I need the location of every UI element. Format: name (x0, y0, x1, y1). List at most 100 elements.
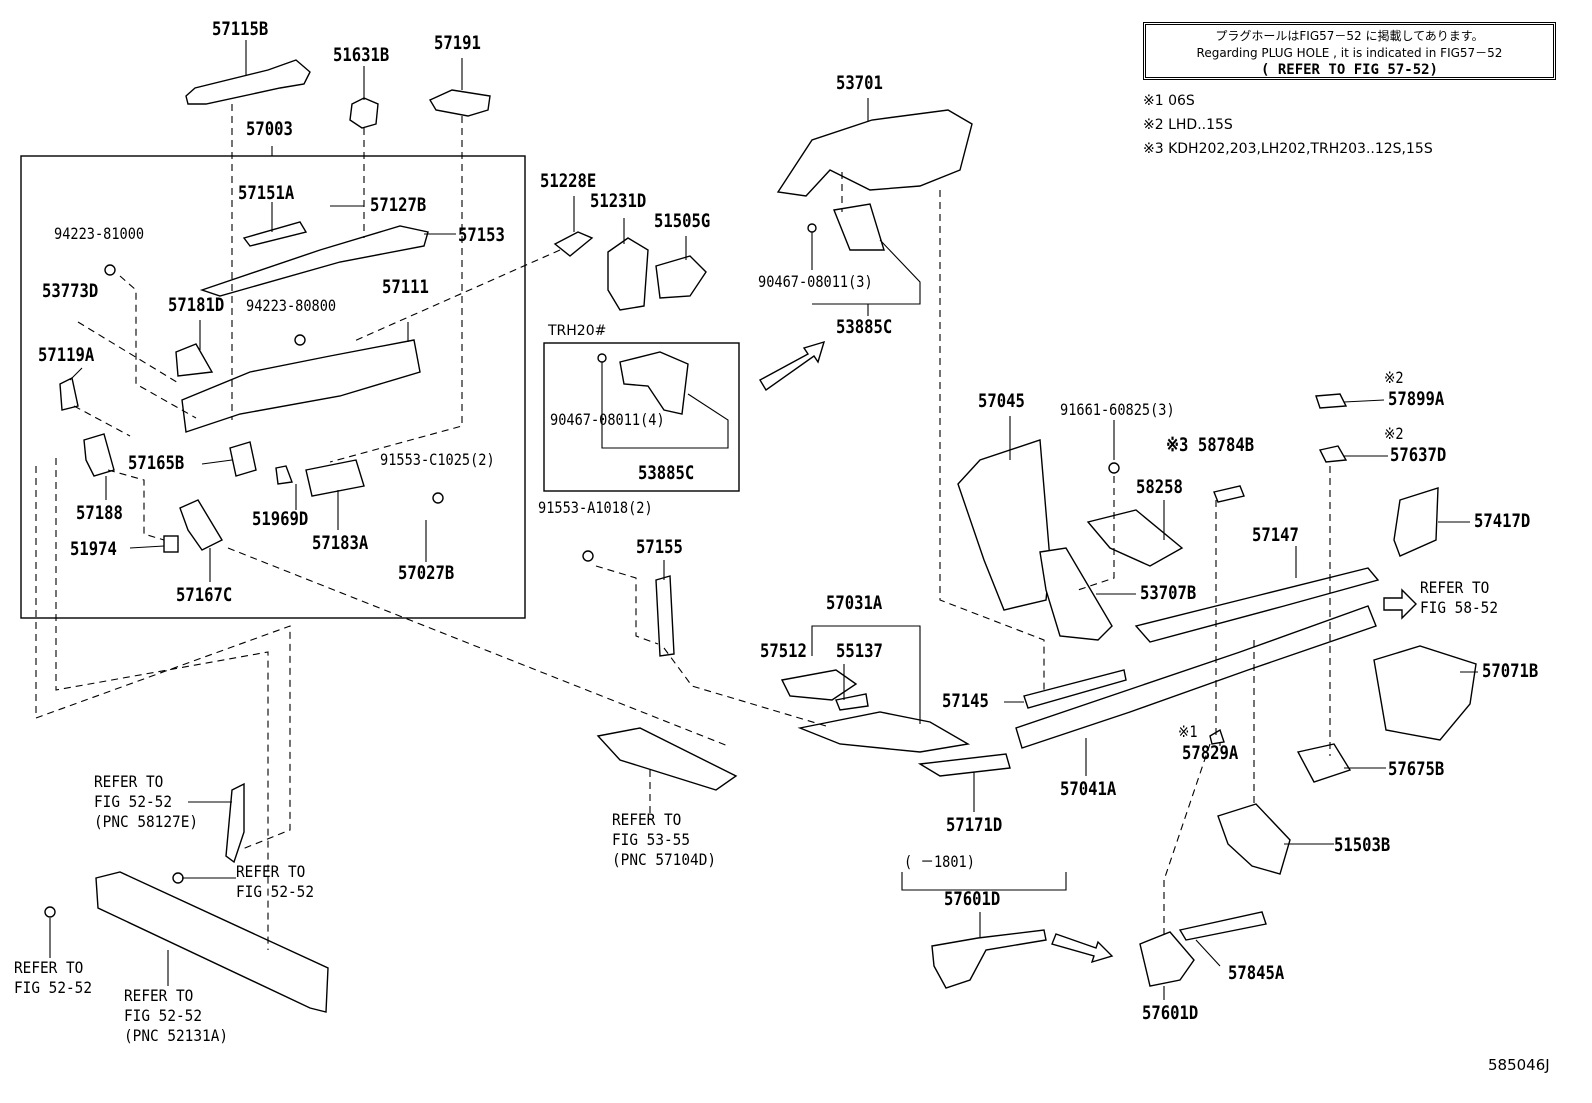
fastener-90467-4 (597, 353, 607, 363)
part-label-57119A: 57119A (38, 344, 95, 366)
part-label-57512: 57512 (760, 640, 807, 662)
part-label-57153: 57153 (458, 224, 505, 246)
part-55137-shape (835, 693, 869, 711)
part-label-53701: 53701 (836, 72, 883, 94)
part-label-51505G: 51505G (654, 210, 711, 232)
part-label-58258: 58258 (1136, 476, 1183, 498)
part-label-90467-08011-4: 90467-08011(4) (550, 410, 665, 429)
part-label-57167C: 57167C (176, 584, 233, 606)
part-label-57003: 57003 (246, 118, 293, 140)
part-label-57188: 57188 (76, 502, 123, 524)
footnote-2: ※2 LHD..15S (1143, 117, 1233, 133)
part-label-57845A: 57845A (1228, 962, 1285, 984)
fastener-91661-60825 (1108, 462, 1120, 474)
part-57119A-shape (59, 376, 79, 411)
note-box: プラグホールはFIG57－52 に掲載してあります。 Regarding PLU… (1143, 22, 1556, 80)
part-51969D-shape (275, 465, 293, 485)
part-label-91553-A1018: 91553-A1018(2) (538, 498, 653, 517)
part-label-51631B: 51631B (333, 44, 390, 66)
part-57899A-shape (1315, 393, 1348, 409)
reference-fig-52-52-left: REFER TO FIG 52-52 (14, 958, 93, 997)
part-label-57151A: 57151A (238, 182, 295, 204)
part-label-53773D: 53773D (42, 280, 99, 302)
fastener-bolt-mid (172, 872, 184, 884)
part-57165B-shape (229, 441, 257, 477)
group-label-trh20: TRH20# (548, 323, 607, 339)
note-line-refer: ( REFER TO FIG 57-52) (1260, 62, 1438, 78)
part-label-57115B: 57115B (212, 18, 269, 40)
part-57637D-shape (1318, 445, 1348, 463)
part-57171D-shape (917, 753, 1011, 777)
part-label-57111: 57111 (382, 276, 429, 298)
part-53885C-shape (833, 203, 885, 251)
part-label-51228E: 51228E (540, 170, 597, 192)
part-57183A-shape (305, 459, 365, 497)
part-label-53707B: 53707B (1140, 582, 1197, 604)
part-57155-shape (655, 575, 675, 657)
part-57675B-shape (1296, 743, 1352, 783)
part-label-91661-60825: 91661-60825(3) (1060, 400, 1175, 419)
part-53707B-shape (1039, 547, 1113, 641)
part-label-51503B: 51503B (1334, 834, 1391, 856)
part-label-51231D: 51231D (590, 190, 647, 212)
part-label-57155: 57155 (636, 536, 683, 558)
fastener-91553-A1018 (582, 550, 594, 562)
part-label-57165B: 57165B (128, 452, 185, 474)
part-57071B-shape (1373, 645, 1477, 741)
part-label-94223-80800: 94223-80800 (246, 296, 337, 315)
part-label-57045: 57045 (978, 390, 1025, 412)
part-57153-shape (199, 225, 429, 297)
part-label-53885C-trh: 53885C (638, 462, 695, 484)
reference-fig-58-52: REFER TO FIG 58-52 (1420, 578, 1499, 617)
part-57512-shape (780, 669, 858, 701)
part-51631B-shape (349, 97, 379, 129)
part-57111-shape (181, 339, 421, 433)
part-52131A-shape (95, 871, 329, 1013)
part-57167C-shape (179, 499, 223, 551)
group-box-trh20 (543, 342, 740, 492)
part-label-57171D: 57171D (946, 814, 1003, 836)
fastener-94223-80800 (294, 334, 306, 346)
part-51505G-shape (655, 255, 707, 299)
part-label-57637D: 57637D (1390, 444, 1447, 466)
part-label-51974: 51974 (70, 538, 117, 560)
footnote-3: ※3 KDH202,203,LH202,TRH203..12S,15S (1143, 141, 1433, 157)
part-label-57191: 57191 (434, 32, 481, 54)
part-57601D-b-shape (1139, 931, 1195, 987)
part-label-57145: 57145 (942, 690, 989, 712)
footnote-1: ※1 06S (1143, 93, 1195, 109)
part-label-53885C-upper: 53885C (836, 316, 893, 338)
part-53701-shape (776, 109, 973, 197)
part-57045-shape (957, 439, 1051, 611)
mark-1: ※1 (1178, 722, 1198, 741)
part-label-57147: 57147 (1252, 524, 1299, 546)
part-label-57601D-lower: 57601D (1142, 1002, 1199, 1024)
part-57829A-shape (1209, 728, 1225, 745)
part-57191-shape (428, 89, 491, 117)
part-57145-shape (1023, 669, 1127, 709)
part-label-57041A: 57041A (1060, 778, 1117, 800)
part-58127E-shape (225, 782, 245, 864)
reference-52131A: REFER TO FIG 52-52 (PNC 52131A) (124, 986, 229, 1045)
part-label-57027B: 57027B (398, 562, 455, 584)
arrow-to-53885C (759, 340, 826, 392)
part-label-90467-08011-3: 90467-08011(3) (758, 272, 873, 291)
part-57845A-shape (1178, 911, 1267, 941)
arrow-refer-58-52 (1383, 588, 1417, 620)
part-57104D-shape (596, 727, 738, 791)
fastener-94223-81000 (104, 264, 116, 276)
part-label-91553-C1025: 91553-C1025(2) (380, 450, 495, 469)
part-57151A-shape (242, 221, 308, 247)
fastener-bolt-left (44, 906, 56, 918)
fastener-91553-C1025 (432, 492, 444, 504)
part-label-57899A: 57899A (1388, 388, 1445, 410)
reference-58127E: REFER TO FIG 52-52 (PNC 58127E) (94, 772, 199, 831)
part-58258-shape (1086, 509, 1184, 567)
part-57031A-shape (797, 711, 971, 753)
part-label-57031A: 57031A (826, 592, 883, 614)
part-label-57417D: 57417D (1474, 510, 1531, 532)
arrow-57601D (1051, 933, 1114, 964)
part-57601D-a-shape (931, 929, 1047, 989)
